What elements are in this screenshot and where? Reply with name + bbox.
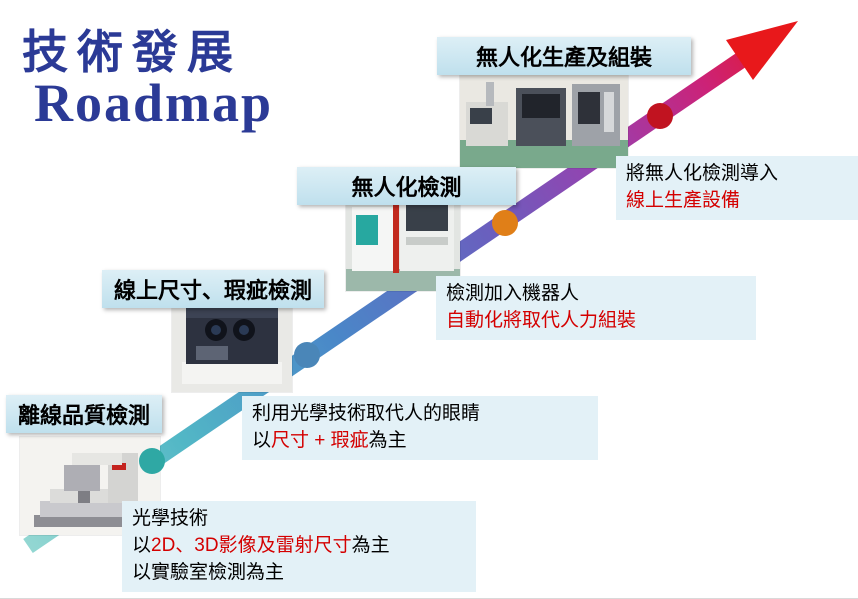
photo-offline-inspection-machine [20,437,160,535]
desc-line: 檢測加入機器人 [446,281,746,308]
stage-label-inline-inspection: 線上尺寸、瑕疵檢測 [102,270,325,308]
desc-text-highlight: 線上生產設備 [626,189,741,211]
desc-text: 以 [132,534,152,556]
desc-line: 自動化將取代人力組裝 [446,308,746,335]
desc-text: 以 [252,429,272,451]
desc-text-highlight: 自動化將取代人力組裝 [446,309,637,331]
desc-line: 以2D、3D影像及雷射尺寸為主 [132,533,466,560]
arrow-head-icon [726,21,798,80]
desc-text: 為主 [351,534,390,556]
desc-line: 光學技術 [132,506,466,533]
desc-text: 為主 [368,429,407,451]
desc-text: 利用光學技術取代人的眼睛 [252,403,481,424]
description-unmanned-production: 將無人化檢測導入 線上生產設備 [616,156,858,220]
desc-text: 以實驗室檢測為主 [132,561,285,583]
desc-text-highlight: 尺寸 + 瑕疵 [271,429,369,451]
desc-line: 利用光學技術取代人的眼睛 [252,401,588,428]
slide-title-english: Roadmap [34,73,274,133]
stage-label-unmanned-inspection: 無人化檢測 [297,167,516,205]
production-line-illustration [460,68,628,168]
desc-line: 線上生產設備 [626,188,858,215]
unmanned-inspection-illustration [346,189,460,291]
slide-title-chinese: 技術發展 [22,26,242,78]
desc-text: 檢測加入機器人 [446,283,580,304]
description-offline-quality: 光學技術 以2D、3D影像及雷射尺寸為主 以實驗室檢測為主 [122,501,476,592]
description-unmanned-inspection: 檢測加入機器人 自動化將取代人力組裝 [436,276,756,340]
desc-line: 將無人化檢測導入 [626,161,858,188]
desc-text: 光學技術 [132,508,209,529]
inline-machine-illustration [172,296,292,392]
photo-unmanned-production-line [460,68,628,168]
desc-text: 將無人化檢測導入 [626,163,779,184]
photo-unmanned-inspection-machine [346,189,460,291]
desc-line: 以實驗室檢測為主 [132,560,466,587]
stage-label-unmanned-production: 無人化生產及組裝 [437,37,691,75]
stage-label-offline-quality: 離線品質檢測 [6,395,163,433]
offline-machine-illustration [20,437,160,535]
desc-line: 以尺寸 + 瑕疵為主 [252,428,588,455]
desc-text-highlight: 2D、3D影像及雷射尺寸 [151,534,352,556]
description-inline-inspection: 利用光學技術取代人的眼睛 以尺寸 + 瑕疵為主 [242,396,598,460]
photo-inline-inspection-machine [172,296,292,392]
